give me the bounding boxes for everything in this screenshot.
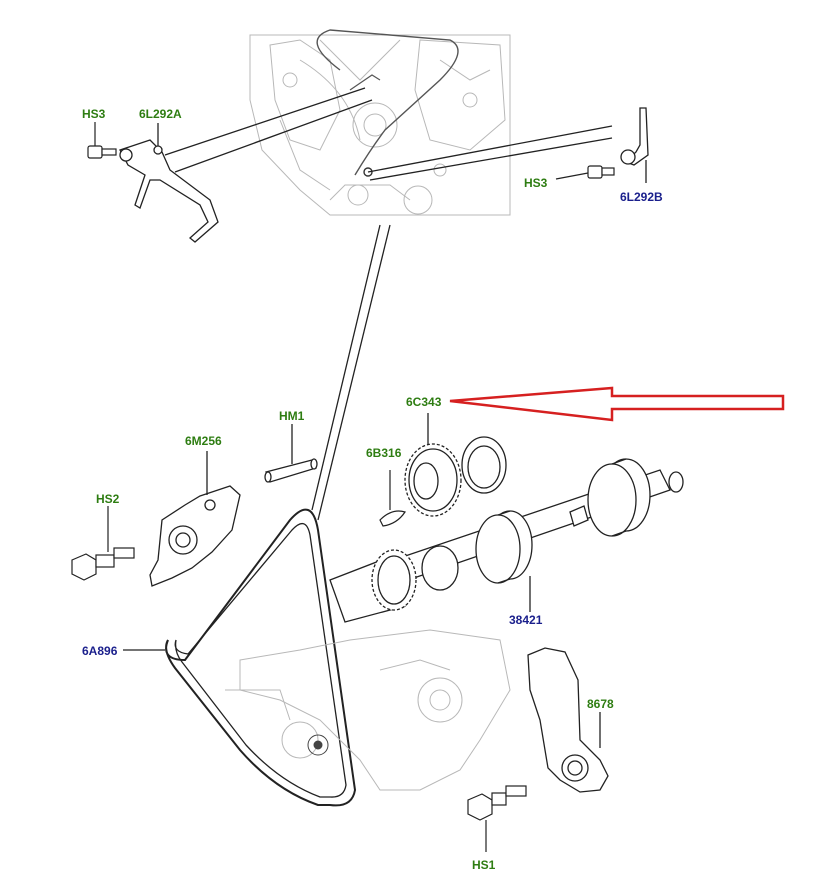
camshaft-38421 — [329, 458, 684, 623]
timing-chain-6a896 — [123, 508, 357, 807]
locator-point — [363, 167, 373, 177]
engine-chain-ghost — [316, 29, 459, 176]
label-6l292a[interactable]: 6L292A — [139, 107, 182, 121]
label-hs1[interactable]: HS1 — [472, 858, 496, 872]
label-38421[interactable]: 38421 — [509, 613, 543, 627]
label-hs2[interactable]: HS2 — [96, 492, 120, 506]
oil-pump-ghost — [225, 629, 511, 791]
label-6c343[interactable]: 6C343 — [406, 395, 442, 409]
label-6l292b[interactable]: 6L292B — [620, 190, 663, 204]
label-6b316[interactable]: 6B316 — [366, 446, 402, 460]
hs3-right-bolt — [555, 165, 615, 180]
callout-arrow — [449, 386, 785, 422]
label-6m256[interactable]: 6M256 — [185, 434, 222, 448]
tensioner-6m256 — [149, 451, 241, 587]
label-hs3-left[interactable]: HS3 — [82, 107, 106, 121]
label-hs3-right[interactable]: HS3 — [524, 176, 548, 190]
label-8678[interactable]: 8678 — [587, 697, 614, 711]
chain-guide-8678 — [527, 647, 609, 793]
bracket-6l292b — [620, 107, 649, 183]
hs1-bolt — [467, 785, 527, 852]
label-hm1[interactable]: HM1 — [279, 409, 305, 423]
engine-block-ghost — [249, 34, 511, 216]
hs2-bolt — [71, 506, 135, 581]
dowel-hm1 — [264, 424, 318, 483]
washer — [461, 436, 507, 494]
leader-lines — [164, 87, 613, 521]
hs3-left-bolt — [87, 122, 117, 159]
key-6b316 — [379, 470, 406, 527]
sprocket-6c343 — [404, 413, 462, 517]
label-6a896[interactable]: 6A896 — [82, 644, 118, 658]
bracket-6l292a — [119, 123, 219, 243]
